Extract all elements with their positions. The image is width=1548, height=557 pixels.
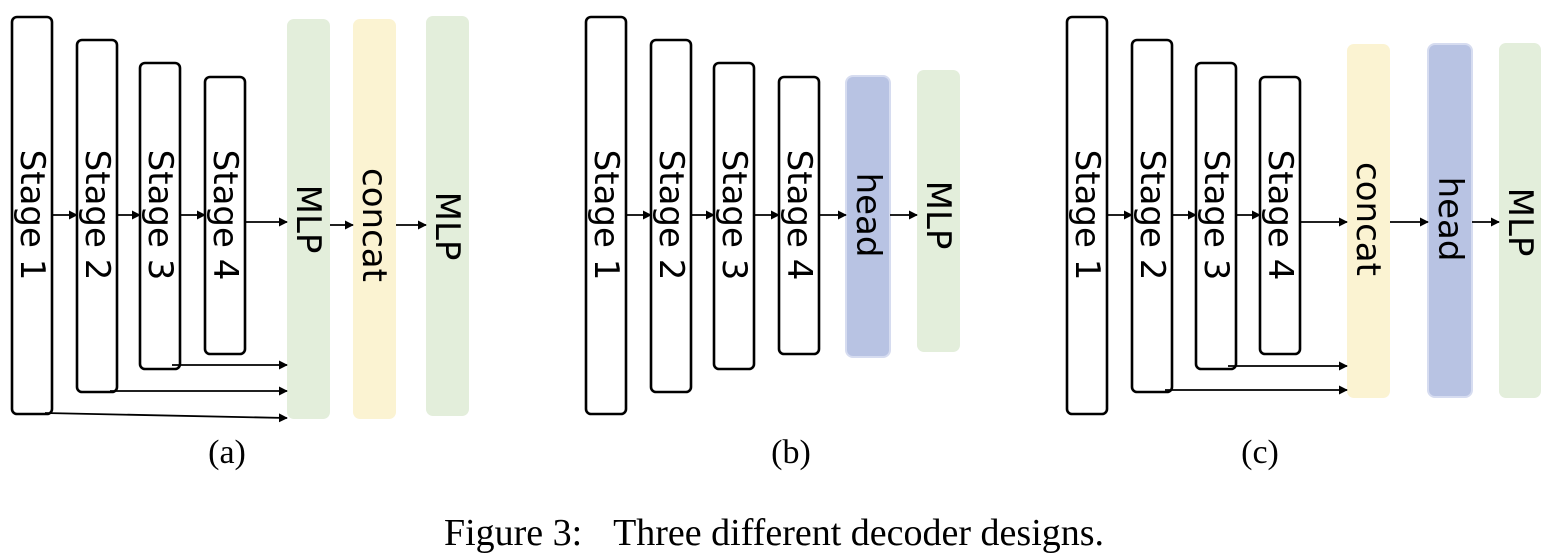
- panel-b-stage-1-label: Stage 1: [586, 150, 626, 281]
- panel-b: Stage 1 Stage 2 Stage 3 Stage 4 head MLP…: [584, 15, 960, 471]
- figure-caption-prefix: Figure 3:: [444, 512, 582, 554]
- panel-a-sublabel: (a): [208, 434, 246, 471]
- panel-a-stage-2-label: Stage 2: [77, 150, 117, 281]
- panel-c-head-label: head: [1430, 177, 1470, 262]
- panel-c-stage-1-label: Stage 1: [1067, 150, 1107, 281]
- panel-c: Stage 1 Stage 2 Stage 3 Stage 4 concat h…: [1065, 15, 1541, 471]
- figure-caption-text: Three different decoder designs.: [613, 512, 1104, 554]
- panel-c-stage-4-label: Stage 4: [1260, 150, 1300, 281]
- panel-a-concat-block: [353, 19, 396, 419]
- panel-a-concat-label: concat: [354, 168, 394, 282]
- panel-b-head-label: head: [848, 173, 888, 258]
- panel-c-concat-block: [1347, 44, 1390, 398]
- panel-c-mlp-block: [1499, 43, 1541, 398]
- panel-c-sublabel: (c): [1241, 434, 1279, 471]
- panel-b-sublabel: (b): [771, 434, 811, 471]
- panel-c-stage-3-label: Stage 3: [1196, 150, 1236, 281]
- panel-a-stage-1-label: Stage 1: [12, 150, 52, 281]
- panel-a-stage-4-label: Stage 4: [205, 150, 245, 281]
- panel-a-stage-3-label: Stage 3: [140, 150, 180, 281]
- panel-c-mlp-label: MLP: [1500, 188, 1540, 257]
- panel-b-stage-4-label: Stage 4: [779, 150, 819, 281]
- panel-a-mlp-label: MLP: [288, 185, 328, 254]
- panel-b-mlp-label: MLP: [918, 181, 958, 250]
- panel-c-stage-2-label: Stage 2: [1132, 150, 1172, 281]
- panel-b-mlp-block: [917, 70, 960, 352]
- panel-a-skip-s1: [44, 412, 288, 423]
- figure-caption: Figure 3: Three different decoder design…: [444, 512, 1104, 554]
- panel-c-concat-label: concat: [1348, 162, 1388, 276]
- panel-a-mlp2-label: MLP: [427, 192, 467, 261]
- panel-b-stage-3-label: Stage 3: [714, 150, 754, 281]
- panel-a: Stage 1 Stage 2 Stage 3 Stage 4 MLP conc…: [10, 15, 469, 471]
- panel-a-mlp-block: [287, 19, 330, 419]
- panel-a-mlp2-block: [426, 16, 469, 416]
- panel-b-stage-2-label: Stage 2: [651, 150, 691, 281]
